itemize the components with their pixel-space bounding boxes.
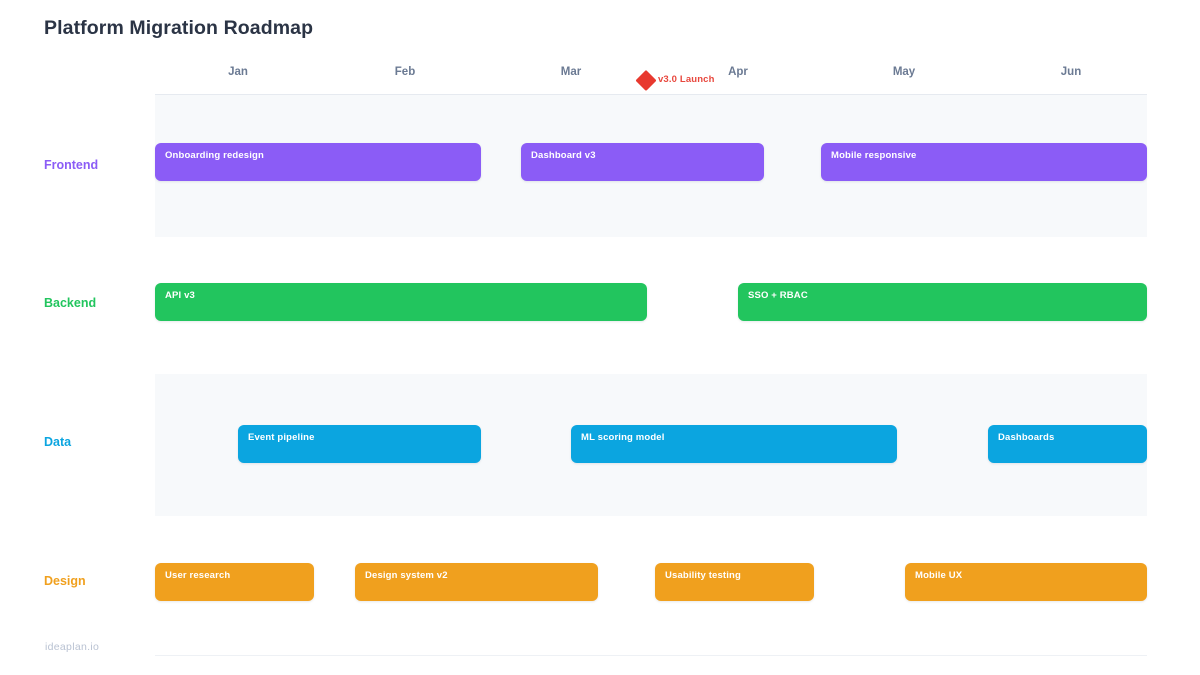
task-bar-label: Onboarding redesign xyxy=(165,149,264,161)
task-bar-label: Dashboard v3 xyxy=(531,149,596,161)
task-bar-label: Event pipeline xyxy=(248,431,315,443)
task-bar-label: ML scoring model xyxy=(581,431,665,443)
diamond-icon xyxy=(635,69,657,92)
task-bar-label: Usability testing xyxy=(665,569,741,581)
page-title: Platform Migration Roadmap xyxy=(44,17,314,39)
task-bar-label: API v3 xyxy=(165,289,195,301)
lane-label-backend[interactable]: Backend xyxy=(44,296,97,310)
task-bar-label: User research xyxy=(165,569,231,581)
task-bar[interactable]: Dashboard v3 xyxy=(521,143,764,181)
task-bar[interactable]: Mobile responsive xyxy=(821,143,1147,181)
task-bar[interactable]: Event pipeline xyxy=(238,425,481,463)
task-bar-label: Design system v2 xyxy=(365,569,448,581)
timeline-month-mar: Mar xyxy=(560,66,582,78)
lane-label-data[interactable]: Data xyxy=(44,435,72,449)
task-bar-label: Mobile UX xyxy=(915,569,963,581)
task-bar[interactable]: SSO + RBAC xyxy=(738,283,1147,321)
footer-brand: ideaplan.io xyxy=(45,641,100,653)
task-bar[interactable]: Dashboards xyxy=(988,425,1147,463)
task-bar[interactable]: User research xyxy=(155,563,314,601)
milestone-label: v3.0 Launch xyxy=(658,74,715,85)
task-bar[interactable]: API v3 xyxy=(155,283,647,321)
timeline-month-may: May xyxy=(892,66,916,78)
task-bar[interactable]: Mobile UX xyxy=(905,563,1147,601)
task-bar[interactable]: Usability testing xyxy=(655,563,814,601)
lane-label-frontend[interactable]: Frontend xyxy=(44,158,99,172)
task-bar-label: Mobile responsive xyxy=(831,149,917,161)
task-bar-label: Dashboards xyxy=(998,431,1055,443)
task-bar[interactable]: ML scoring model xyxy=(571,425,897,463)
timeline-month-jun: Jun xyxy=(1060,66,1082,78)
timeline-month-jan: Jan xyxy=(228,66,248,78)
lane-label-design[interactable]: Design xyxy=(44,574,86,588)
task-bar[interactable]: Onboarding redesign xyxy=(155,143,481,181)
timeline-month-feb: Feb xyxy=(394,66,416,78)
timeline-axis-line xyxy=(155,94,1147,95)
timeline-month-apr: Apr xyxy=(728,66,748,78)
timeline-bottom-line xyxy=(155,655,1147,656)
task-bar-label: SSO + RBAC xyxy=(748,289,808,301)
task-bar[interactable]: Design system v2 xyxy=(355,563,598,601)
